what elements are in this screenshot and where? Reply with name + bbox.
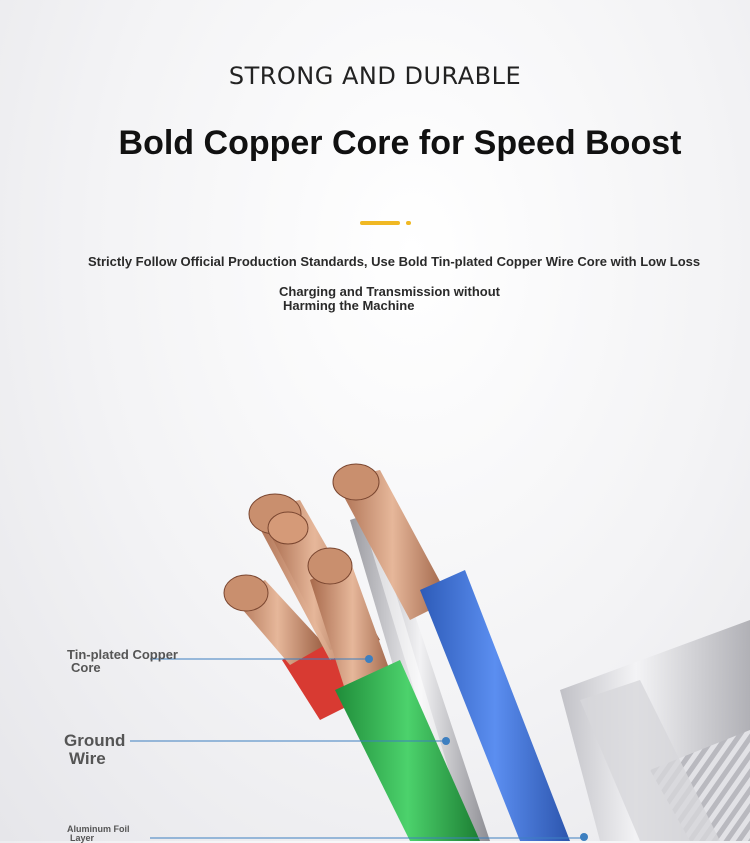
- label-foil-line-1: Aluminum Foil: [67, 824, 130, 834]
- accent-divider-bar: [360, 221, 400, 225]
- label-pointer-lines: [130, 655, 588, 841]
- green-wire: [307, 547, 480, 841]
- label-tin-plated-copper-core: Tin-plated Copper Core: [67, 648, 178, 674]
- label-aluminum-foil-layer: Aluminum Foil Layer: [67, 825, 130, 843]
- label-copper-line-2: Core: [71, 660, 101, 675]
- description-line-1: Strictly Follow Official Production Stan…: [88, 254, 701, 269]
- page-title: Bold Copper Core for Speed Boost: [60, 124, 740, 163]
- description-block: Charging and Transmission without Harmin…: [279, 285, 579, 313]
- label-foil-line-2: Layer: [70, 833, 95, 843]
- accent-divider-dot: [406, 221, 411, 225]
- description-line-2: Charging and Transmission without: [279, 284, 501, 299]
- label-copper-line-1: Tin-plated Copper: [67, 647, 178, 662]
- label-ground-line-1: Ground: [64, 731, 126, 750]
- section-subtitle: STRONG AND DURABLE: [228, 62, 522, 90]
- page-title-text: Bold Copper Core for Speed Boost: [118, 124, 682, 162]
- braided-sheath: [560, 620, 750, 841]
- label-ground-wire: Ground Wire: [64, 732, 125, 767]
- label-ground-line-2: Wire: [69, 749, 106, 768]
- description-line-3: Harming the Machine: [283, 298, 415, 313]
- blue-wire: [420, 570, 570, 841]
